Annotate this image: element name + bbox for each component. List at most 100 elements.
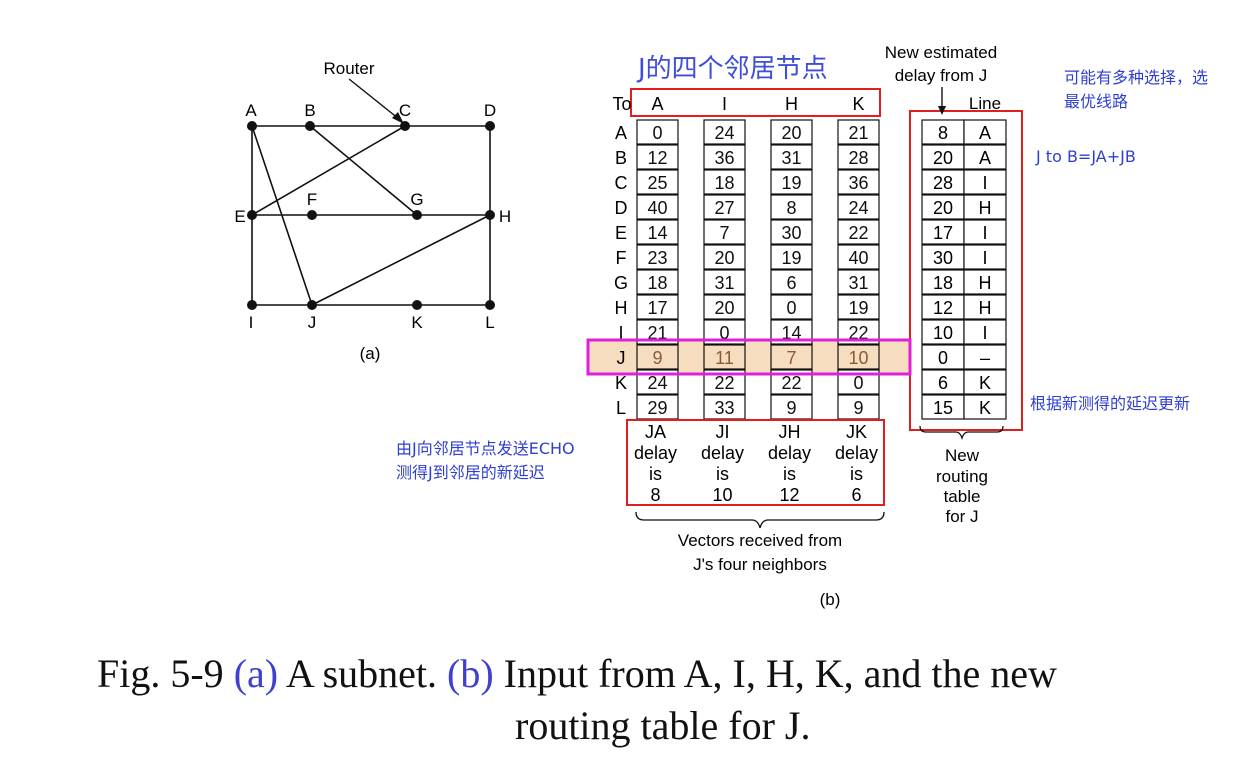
node-label-J: J — [308, 313, 317, 332]
neighbor-header-K: K — [852, 94, 864, 114]
vector-cell — [636, 119, 679, 145]
vector-cell — [837, 119, 880, 145]
vector-value: 31 — [781, 148, 801, 168]
vector-cell — [636, 394, 679, 420]
caption-a-text: A subnet. — [278, 651, 447, 696]
new-delay-cell — [921, 219, 965, 245]
routing-caption-line4: for J — [945, 507, 978, 526]
vector-value: 25 — [647, 173, 667, 193]
new-delay-cell — [921, 344, 965, 370]
new-line-cell — [963, 194, 1007, 220]
new-line-cell — [963, 319, 1007, 345]
dest-label-C: C — [615, 173, 628, 193]
vector-cell — [770, 119, 813, 145]
vector-value: 10 — [848, 348, 868, 368]
vector-value: 22 — [714, 373, 734, 393]
delay-text-K: delay — [835, 443, 878, 463]
dest-label-L: L — [616, 398, 626, 418]
vector-cell — [703, 244, 746, 270]
vector-value: 14 — [781, 323, 801, 343]
new-delay-value: 30 — [933, 248, 953, 268]
vector-value: 6 — [786, 273, 796, 293]
vector-value: 31 — [714, 273, 734, 293]
vector-value: 8 — [786, 198, 796, 218]
new-delay-value: 12 — [933, 298, 953, 318]
vector-value: 9 — [786, 398, 796, 418]
vector-cell — [636, 169, 679, 195]
delay-text-I: JI — [715, 422, 729, 442]
vector-value: 0 — [652, 123, 662, 143]
new-delay-value: 20 — [933, 148, 953, 168]
node-label-H: H — [499, 207, 511, 226]
delay-text-H: JH — [779, 422, 801, 442]
delay-text-K: is — [850, 464, 863, 484]
new-estimated-line2: delay from J — [895, 66, 988, 85]
vector-value: 7 — [719, 223, 729, 243]
vector-value: 9 — [652, 348, 662, 368]
vector-cell — [703, 144, 746, 170]
figure-a-label: (a) — [360, 344, 381, 363]
vector-cell — [703, 394, 746, 420]
j-to-b-note: J to B=JA+JB — [1036, 147, 1136, 166]
to-label: To — [612, 94, 631, 114]
new-line-cell — [963, 119, 1007, 145]
new-delay-cell — [921, 194, 965, 220]
node-label-D: D — [484, 101, 496, 120]
vector-cell — [703, 169, 746, 195]
new-delay-value: 17 — [933, 223, 953, 243]
new-delay-value: 28 — [933, 173, 953, 193]
new-line-value: I — [982, 323, 987, 343]
update-note: 根据新测得的延迟更新 — [1030, 394, 1191, 413]
vector-value: 20 — [714, 298, 734, 318]
delay-text-A: is — [649, 464, 662, 484]
node-E — [247, 210, 257, 220]
new-line-cell — [963, 369, 1007, 395]
new-line-value: – — [980, 348, 990, 368]
delay-text-I: is — [716, 464, 729, 484]
dest-label-F: F — [616, 248, 627, 268]
vector-value: 30 — [781, 223, 801, 243]
vector-cell — [837, 344, 880, 370]
vector-value: 19 — [781, 248, 801, 268]
routing-caption-line1: New — [945, 446, 980, 465]
delay-box — [626, 419, 885, 506]
routing-caption-line3: table — [944, 487, 981, 506]
delay-text-K: JK — [846, 422, 867, 442]
echo-note-line2: 测得J到邻居的新延迟 — [396, 463, 545, 482]
vector-value: 12 — [647, 148, 667, 168]
vector-value: 28 — [848, 148, 868, 168]
vector-cell — [837, 144, 880, 170]
vector-value: 7 — [786, 348, 796, 368]
vector-cell — [770, 219, 813, 245]
new-line-value: I — [982, 248, 987, 268]
delay-text-K: 6 — [851, 485, 861, 505]
new-delay-cell — [921, 169, 965, 195]
vector-cell — [703, 269, 746, 295]
delay-text-A: 8 — [650, 485, 660, 505]
vector-cell — [770, 344, 813, 370]
delay-text-H: is — [783, 464, 796, 484]
vector-value: 0 — [853, 373, 863, 393]
vector-cell — [837, 194, 880, 220]
caption-prefix: Fig. 5-9 — [97, 651, 234, 696]
new-line-value: H — [979, 198, 992, 218]
dest-label-I: I — [618, 323, 623, 343]
node-I — [247, 300, 257, 310]
node-H — [485, 210, 495, 220]
echo-note-line1: 由J向邻居节点发送ECHO — [396, 439, 575, 458]
vector-cell — [703, 119, 746, 145]
vector-value: 22 — [848, 323, 868, 343]
routing-caption-line2: routing — [936, 467, 988, 486]
new-line-value: K — [979, 373, 991, 393]
node-label-C: C — [399, 101, 411, 120]
node-label-K: K — [411, 313, 423, 332]
node-L — [485, 300, 495, 310]
node-label-F: F — [307, 190, 317, 209]
vector-cell — [636, 294, 679, 320]
vector-value: 29 — [647, 398, 667, 418]
vector-value: 24 — [848, 198, 868, 218]
